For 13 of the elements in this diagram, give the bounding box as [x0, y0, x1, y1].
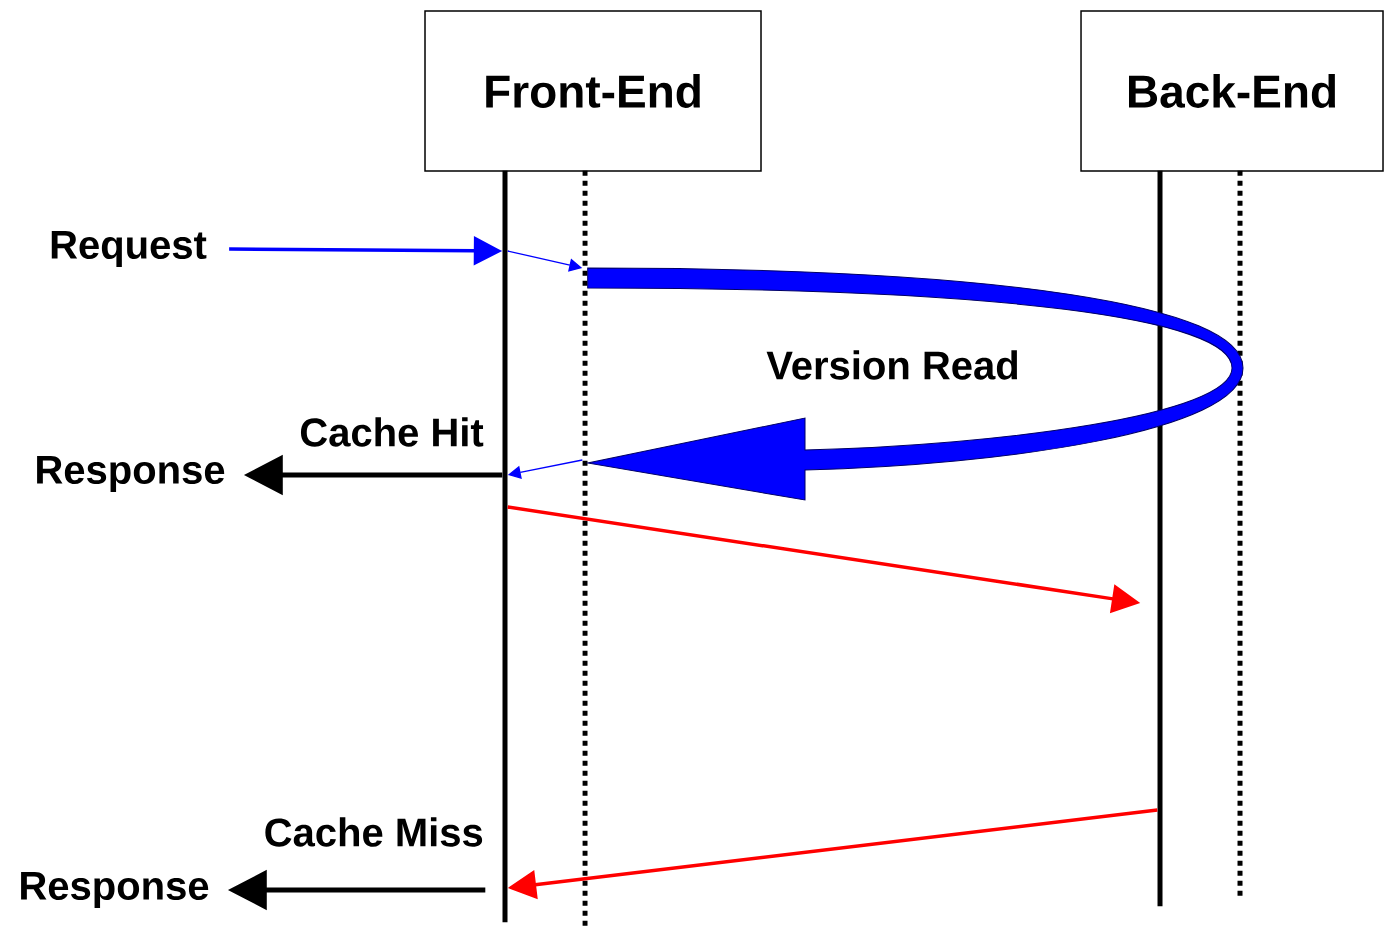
lifeline [1157, 170, 1163, 907]
edge-label: Cache Hit [300, 417, 484, 447]
lifeline [502, 170, 508, 923]
message-label: Response [37, 456, 225, 492]
message-label: Response [21, 872, 209, 908]
edge-label: Version Read [766, 350, 1018, 380]
message-label: Request [51, 231, 207, 267]
participant-box: Back-End [1080, 10, 1384, 172]
participant-box: Front-End [424, 10, 762, 172]
dotted-lifeline [582, 170, 588, 929]
dotted-lifeline [1237, 170, 1243, 899]
edge-label: Cache Miss [265, 817, 483, 847]
curved-arrow [587, 267, 1244, 501]
